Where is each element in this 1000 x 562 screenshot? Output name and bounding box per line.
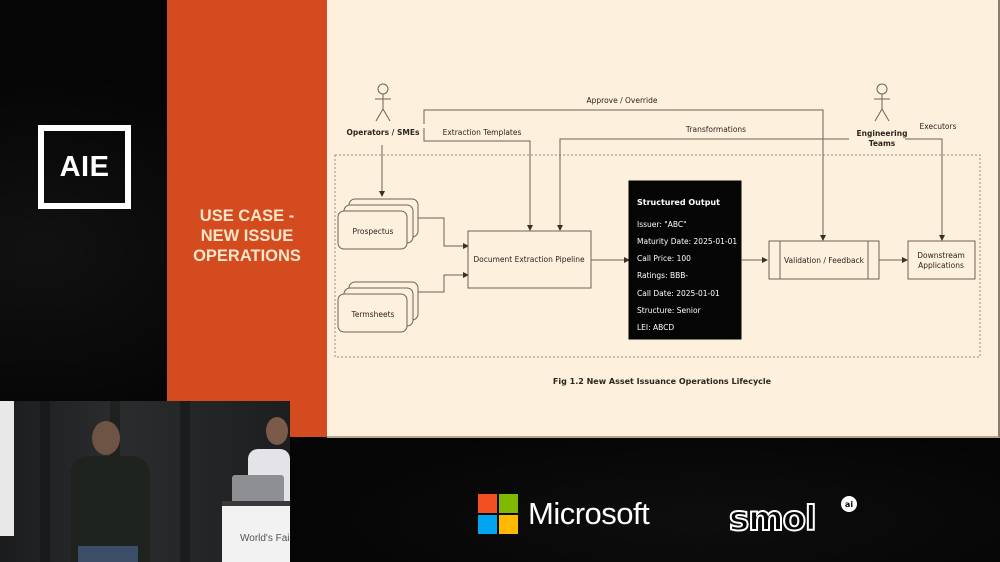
downstream-box[interactable] [907, 240, 976, 280]
output-field: Ratings: BBB- [637, 271, 688, 280]
prospectus-document-stack[interactable] [337, 198, 419, 250]
section-title-line: OPERATIONS [193, 247, 301, 265]
aie-logo-text: AIE [59, 150, 110, 183]
engineering-label-line: Teams [869, 139, 896, 148]
smol-ai-sponsor-logo: smol ai [727, 492, 867, 541]
speaker [70, 456, 150, 562]
edge-prospectus-to-pipeline [418, 217, 469, 249]
transformations-label: Transformations [685, 125, 746, 134]
podium-text: World's Fai [240, 533, 290, 544]
lifecycle-diagram: Operators / SMEs Engineering Teams Appro… [334, 83, 981, 386]
section-title-line: USE CASE - [199, 207, 295, 225]
downstream-label-line: Applications [918, 261, 964, 270]
engineering-label-line: Engineering [857, 129, 908, 138]
section-title: USE CASE - NEW ISSUE OPERATIONS [167, 206, 327, 266]
termsheets-document-stack[interactable] [337, 281, 419, 333]
edge-executors [905, 138, 945, 241]
edge-approve-override [423, 109, 826, 241]
laptop-icon [232, 475, 284, 503]
executors-label: Executors [920, 122, 957, 131]
output-field: LEI: ABCD [637, 323, 674, 332]
output-field: Issuer: "ABC" [637, 220, 687, 229]
output-field: Maturity Date: 2025-01-01 [637, 237, 737, 246]
output-field: Call Price: 100 [637, 254, 691, 263]
operators-actor-icon [375, 83, 391, 122]
edge-extraction-templates [423, 128, 533, 231]
edge-termsheets-to-pipeline [418, 272, 469, 293]
microsoft-logo-icon [478, 494, 518, 534]
smol-superscript: ai [845, 500, 853, 509]
podium: World's Fai [222, 501, 290, 562]
smol-logo-icon: smol ai [728, 496, 857, 540]
second-presenter-head [266, 417, 288, 445]
aie-logo: AIE [38, 125, 131, 209]
extraction-templates-label: Extraction Templates [443, 128, 522, 137]
validation-label: Validation / Feedback [784, 256, 865, 265]
approve-override-label: Approve / Override [587, 96, 658, 105]
engineering-actor-icon [874, 83, 890, 122]
operators-label: Operators / SMEs [347, 128, 420, 137]
microsoft-sponsor-logo: Microsoft [478, 494, 650, 534]
smol-wordmark: smol [729, 499, 816, 537]
section-panel [167, 0, 327, 437]
slide-canvas: Operators / SMEs Engineering Teams Appro… [327, 0, 1000, 438]
speaker-video-feed: World's Fai [0, 401, 290, 562]
section-title-line: NEW ISSUE [200, 227, 294, 245]
downstream-label-line: Downstream [917, 251, 965, 260]
figure-caption: Fig 1.2 New Asset Issuance Operations Li… [553, 377, 772, 386]
system-boundary [334, 154, 981, 358]
output-field: Structure: Senior [637, 306, 702, 315]
termsheets-label: Termsheets [351, 310, 395, 319]
edge-transformations [557, 138, 849, 231]
microsoft-name: Microsoft [528, 496, 650, 531]
speaker-head [92, 421, 120, 455]
output-field: Call Date: 2025-01-01 [637, 289, 720, 298]
projection-screen [0, 401, 14, 536]
pipeline-label: Document Extraction Pipeline [473, 255, 585, 264]
prospectus-label: Prospectus [353, 227, 394, 236]
structured-output-title: Structured Output [637, 198, 720, 207]
